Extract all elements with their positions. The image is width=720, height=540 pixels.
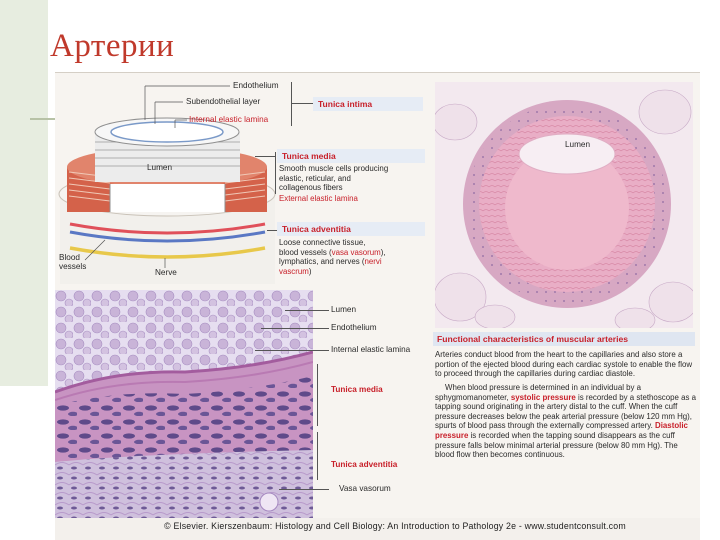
tunica-intima-header: Tunica intima [313, 97, 423, 111]
nervi-vascrum-term: nervi vascrum [279, 257, 382, 276]
fp2-b: is recorded by a stethoscope as a tappin… [435, 392, 696, 431]
leader-bot-vasa [279, 489, 329, 490]
leader-bot-endothelium [261, 328, 329, 329]
label-endothelium: Endothelium [233, 81, 279, 90]
leader-bot-adv-bracket [317, 432, 318, 480]
functional-characteristics-text: Arteries conduct blood from the heart to… [435, 350, 697, 464]
leader-media [255, 156, 275, 157]
tunica-media-text: Smooth muscle cells producing elastic, r… [279, 164, 389, 193]
label-lumen-diagram: Lumen [147, 163, 173, 172]
functional-characteristics-header: Functional characteristics of muscular a… [433, 332, 695, 346]
label-lumen-wall: Lumen [331, 305, 357, 314]
fp2-a: When blood pressure is determined in an … [435, 382, 642, 402]
wall-section-image [55, 290, 313, 518]
adventitia-text-1: Loose connective tissue, blood vessels ( [279, 238, 366, 257]
artery-figure: Endothelium Subendothelial layer Interna… [55, 72, 700, 540]
leader-intima-bracket [291, 82, 292, 126]
label-lumen-micrograph: Lumen [565, 140, 591, 149]
tunica-adventitia-text: Loose connective tissue, blood vessels (… [279, 238, 429, 277]
functional-paragraph-1: Arteries conduct blood from the heart to… [435, 350, 693, 379]
label-vasa-vasorum-wall: Vasa vasorum [339, 484, 391, 493]
leader-intima [291, 103, 315, 104]
adventitia-text-3: ) [308, 266, 312, 276]
leader-bot-iel [255, 350, 329, 351]
fp2-c: is recorded when the tapping sound disap… [435, 431, 678, 460]
slide-title: Артерии [50, 28, 175, 64]
adventitia-text-2: ), lymphatics, and nerves ( [279, 247, 386, 267]
leader-bot-media-bracket [317, 364, 318, 426]
slide-side-band [0, 0, 48, 386]
figure-credit: © Elsevier. Kierszenbaum: Histology and … [164, 521, 626, 531]
functional-paragraph-2: When blood pressure is determined in an … [435, 383, 697, 460]
systolic-pressure-term: systolic pressure [510, 392, 576, 402]
diastolic-pressure-term: Diastolic pressure [435, 421, 688, 441]
label-tunica-adventitia-wall: Tunica adventitia [331, 460, 398, 469]
label-internal-elastic-lamina-wall: Internal elastic lamina [331, 345, 411, 354]
artery-wall-diagram [58, 85, 276, 284]
label-tunica-media-wall: Tunica media [331, 385, 383, 394]
label-nerve: Nerve [155, 268, 177, 277]
label-endothelium-wall: Endothelium [331, 323, 377, 332]
tunica-media-header: Tunica media [277, 149, 425, 163]
vasa-vasorum-term: vasa vasorum [331, 247, 381, 257]
artery-cross-section-micrograph: Lumen [435, 82, 693, 328]
label-blood-vessels: Blood vessels [59, 253, 87, 272]
slide-decoration-line [30, 118, 60, 120]
label-subendothelial-layer: Subendothelial layer [186, 97, 261, 106]
cross-section-image [435, 82, 693, 328]
leader-media-bracket [275, 152, 276, 194]
leader-adventitia [267, 230, 277, 231]
artery-wall-micrograph [55, 290, 313, 518]
external-elastic-lamina-label: External elastic lamina [279, 194, 358, 203]
label-internal-elastic-lamina: Internal elastic lamina [189, 115, 269, 124]
leader-bot-lumen [285, 310, 329, 311]
tunica-adventitia-header: Tunica adventitia [277, 222, 425, 236]
